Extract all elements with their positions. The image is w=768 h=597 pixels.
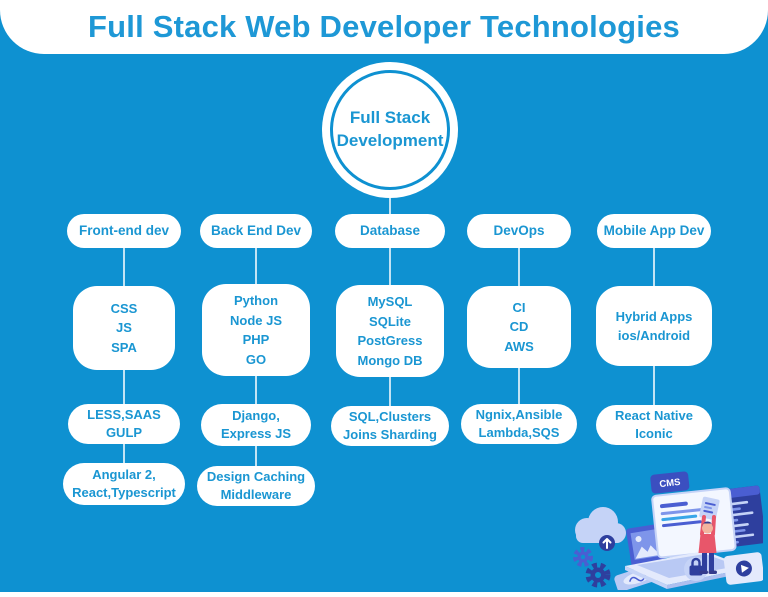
connector-line — [389, 377, 391, 406]
column-header-database: Database — [335, 214, 445, 248]
svg-text:CMS: CMS — [659, 477, 681, 490]
connector-line — [123, 370, 125, 404]
tech-box-mobile: Hybrid Apps ios/Android — [596, 286, 712, 366]
connector-line — [653, 248, 655, 286]
tech-box-frontend: CSS JS SPA — [73, 286, 175, 370]
tech-pill-devops-tools: Ngnix,Ansible Lambda,SQS — [461, 404, 577, 444]
connector-line — [518, 368, 520, 404]
root-node-label: Full Stack Development — [330, 70, 450, 190]
page-title: Full Stack Web Developer Technologies — [88, 9, 680, 44]
tech-pill-frontend-tools: LESS,SAAS GULP — [68, 404, 180, 444]
tech-box-database: MySQL SQLite PostGress Mongo DB — [336, 285, 444, 377]
column-header-devops: DevOps — [467, 214, 571, 248]
tech-pill-mobile-frameworks: React Native Iconic — [596, 405, 712, 445]
gear-icon — [573, 547, 611, 588]
tech-pill-backend-frameworks: Django, Express JS — [201, 404, 311, 446]
tech-box-devops: CI CD AWS — [467, 286, 571, 368]
video-panel-icon — [723, 552, 763, 585]
tech-pill-backend-concepts: Design Caching Middleware — [197, 466, 315, 506]
column-header-frontend: Front-end dev — [67, 214, 181, 248]
connector-line — [123, 444, 125, 463]
root-node-circle: Full Stack Development — [322, 62, 458, 198]
column-header-backend: Back End Dev — [200, 214, 312, 248]
connector-line — [255, 376, 257, 404]
connector-line — [653, 366, 655, 405]
person — [698, 496, 720, 574]
connector-line — [255, 446, 257, 466]
developer-illustration: CMS — [573, 471, 763, 590]
cms-badge: CMS — [650, 471, 690, 494]
connector-line — [518, 248, 520, 286]
connector-line — [255, 248, 257, 284]
connector-line — [123, 248, 125, 286]
tech-box-backend: Python Node JS PHP GO — [202, 284, 310, 376]
tech-pill-database-concepts: SQL,Clusters Joins Sharding — [331, 406, 449, 446]
tech-pill-frontend-frameworks: Angular 2, React,Typescript — [63, 463, 185, 505]
cloud-upload-icon — [575, 507, 626, 551]
column-header-mobile: Mobile App Dev — [597, 214, 711, 248]
connector-line — [389, 248, 391, 285]
title-bar: Full Stack Web Developer Technologies — [0, 0, 768, 54]
connector-line — [389, 198, 391, 214]
laptop-screen — [651, 487, 737, 559]
